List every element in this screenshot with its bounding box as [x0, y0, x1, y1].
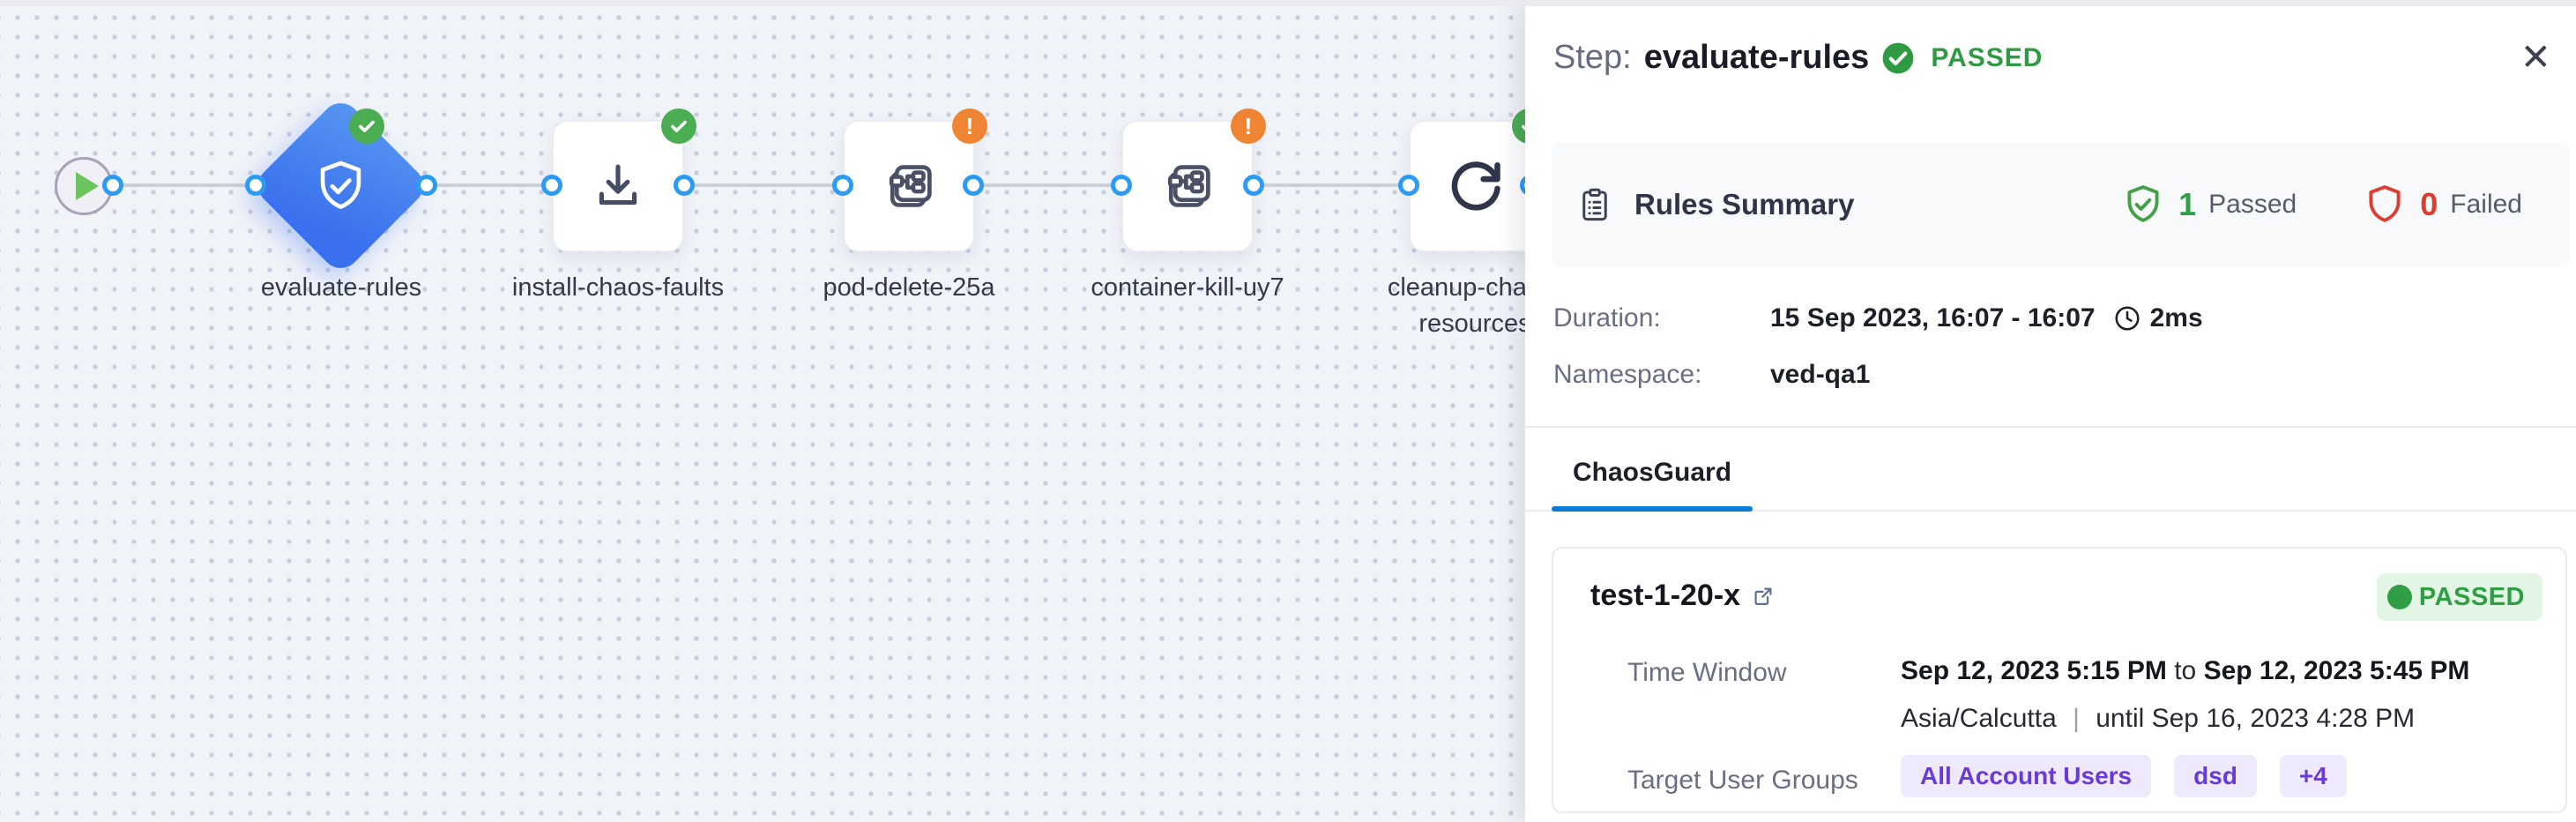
pipeline-connector-line — [113, 183, 1525, 187]
node-label: container-kill-uy7 — [1091, 273, 1284, 302]
connector-port[interactable] — [963, 175, 984, 196]
download-icon — [591, 159, 645, 213]
pipeline-node-cleanup-chaos-resources[interactable] — [1409, 120, 1525, 252]
tab-chaosguard[interactable]: ChaosGuard — [1572, 458, 1732, 487]
time-window-value: Sep 12, 2023 5:15 PM to Sep 12, 2023 5:4… — [1901, 656, 2470, 685]
node-label: cleanup-chaos-resources — [1387, 273, 1525, 338]
window-top-edge — [0, 0, 2576, 6]
pipeline-canvas[interactable]: ! ! — [0, 0, 1525, 822]
namespace-label: Namespace: — [1553, 360, 1702, 389]
step-label: Step: — [1553, 39, 1632, 76]
status-badge-passed-icon — [1512, 108, 1525, 144]
namespace-row: Namespace: ved-qa1 — [1553, 360, 1870, 390]
node-label: install-chaos-faults — [511, 273, 725, 302]
active-tab-underline — [1552, 506, 1753, 512]
duration-time: 2ms — [2149, 303, 2203, 333]
status-badge-warning-icon: ! — [952, 108, 987, 144]
failed-count: 0 — [2420, 186, 2438, 222]
user-group-chip[interactable]: All Account Users — [1901, 755, 2152, 797]
clipboard-icon — [1576, 186, 1613, 223]
close-button[interactable]: ✕ — [2517, 35, 2555, 79]
passed-count: 1 — [2178, 186, 2197, 222]
retry-icon — [1445, 156, 1505, 216]
chaosguard-rule-card: test-1-20-x PASSED Time Window Sep 12, 2… — [1552, 547, 2567, 813]
connector-port[interactable] — [1243, 175, 1264, 196]
step-details-panel: Step: evaluate-rules PASSED ✕ Rules Summ… — [1525, 0, 2576, 822]
failed-label: Failed — [2450, 190, 2522, 219]
status-dot — [2386, 585, 2412, 609]
section-divider — [1525, 426, 2576, 428]
rules-summary-title: Rules Summary — [1634, 188, 1855, 220]
rule-name: test-1-20-x — [1590, 579, 1741, 612]
connector-port[interactable] — [102, 175, 123, 196]
step-name: evaluate-rules — [1643, 39, 1870, 76]
user-group-chip[interactable]: +4 — [2279, 755, 2347, 797]
duration-value: 15 Sep 2023, 16:07 - 16:07 — [1770, 303, 2096, 333]
status-badge-warning-icon: ! — [1231, 108, 1266, 144]
shield-check-icon — [310, 155, 372, 217]
rule-status-badge: PASSED — [2376, 573, 2542, 621]
rules-counts: 1 Passed 0 Failed — [2120, 182, 2528, 228]
duration-label: Duration: — [1553, 303, 1661, 333]
shield-passed-icon — [2120, 182, 2166, 228]
status-badge-passed-icon — [349, 108, 384, 144]
timezone-until-value: Asia/Calcutta | until Sep 16, 2023 4:28 … — [1901, 704, 2416, 733]
check-circle-icon — [1881, 41, 1915, 75]
play-icon — [76, 172, 99, 200]
target-user-groups: All Account Users dsd +4 — [1901, 755, 2347, 797]
chaos-fault-icon — [880, 157, 938, 215]
connector-port[interactable] — [1398, 175, 1419, 196]
pipeline-node-evaluate-rules[interactable] — [249, 94, 432, 277]
duration-row: Duration: 15 Sep 2023, 16:07 - 16:07 2ms — [1553, 303, 2203, 333]
status-badge-passed-icon — [661, 108, 696, 144]
target-user-groups-label: Target User Groups — [1627, 766, 1858, 795]
connector-port[interactable] — [416, 175, 437, 196]
namespace-value: ved-qa1 — [1770, 360, 1871, 389]
external-link-icon[interactable] — [1751, 584, 1776, 609]
rules-summary-card: Rules Summary 1 Passed 0 Failed — [1552, 143, 2570, 266]
pipeline-node-start[interactable] — [55, 157, 113, 215]
pipeline-node-container-kill-uy7[interactable] — [1121, 120, 1254, 252]
shield-failed-icon — [2362, 182, 2408, 228]
time-window-label: Time Window — [1627, 658, 1787, 687]
clock-icon — [2113, 304, 2141, 333]
passed-label: Passed — [2208, 190, 2297, 219]
rule-status-text: PASSED — [2418, 582, 2525, 611]
pipeline-node-pod-delete-25a[interactable] — [843, 120, 975, 252]
tabbar-divider — [1525, 510, 2576, 512]
connector-port[interactable] — [832, 175, 853, 196]
node-label: evaluate-rules — [260, 273, 422, 302]
pipeline-node-install-chaos-faults[interactable] — [552, 120, 684, 252]
connector-port[interactable] — [541, 175, 562, 196]
node-label: pod-delete-25a — [823, 273, 995, 302]
connector-port[interactable] — [245, 175, 266, 196]
connector-port[interactable] — [1111, 175, 1132, 196]
chaos-fault-icon — [1158, 157, 1217, 215]
step-status-text: PASSED — [1931, 42, 2044, 72]
connector-port[interactable] — [674, 175, 695, 196]
panel-header: Step: evaluate-rules PASSED — [1553, 39, 2043, 77]
user-group-chip[interactable]: dsd — [2174, 755, 2257, 797]
